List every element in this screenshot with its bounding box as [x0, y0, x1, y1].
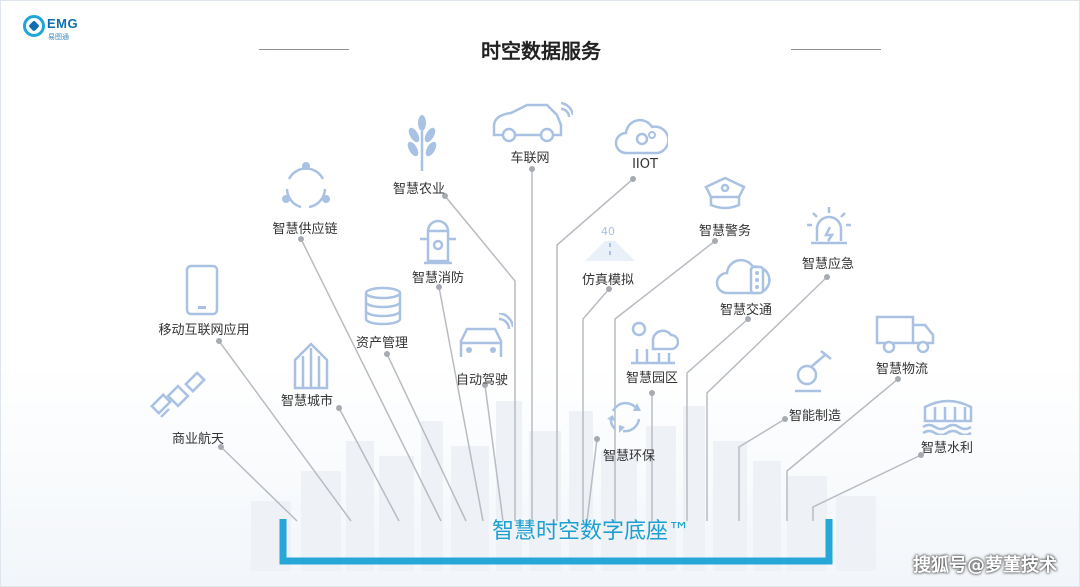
- node-label-smart-emergency: 智慧应急: [801, 257, 855, 272]
- connector-dot-mobile-internet: [216, 338, 222, 344]
- logo-text: EMG: [47, 16, 79, 31]
- park-icon: [631, 321, 679, 365]
- cloud-traffic-light-icon: [715, 258, 771, 295]
- connector-dot-smart-water: [918, 452, 924, 458]
- connector-mobile-internet: [218, 340, 352, 522]
- node-label-mobile-internet: 移动互联网应用: [158, 323, 250, 338]
- connector-smart-fire: [438, 286, 484, 522]
- connector-smart-logistics: [786, 378, 899, 521]
- connector-dot-commercial-space: [218, 444, 224, 450]
- connector-dot-smart-agriculture: [442, 193, 448, 199]
- svg-text:40: 40: [601, 225, 615, 238]
- node-label-iiot: IIOT: [632, 157, 658, 172]
- connector-dot-autonomous-driving: [482, 382, 488, 388]
- water-dam-icon: [922, 399, 973, 435]
- coin-stack-icon: [364, 286, 402, 326]
- connector-autonomous-driving: [484, 384, 504, 522]
- police-cap-icon: [704, 176, 746, 210]
- node-label-smart-env: 智慧环保: [602, 449, 656, 464]
- node-label-smart-manufacturing: 智能制造: [788, 409, 842, 424]
- road-sign-icon: 40: [585, 225, 635, 261]
- connector-smart-water: [812, 454, 922, 521]
- node-label-smart-fire: 智慧消防: [411, 271, 465, 286]
- connector-asset-management: [386, 353, 467, 522]
- logo-subtext: 易图通: [48, 33, 69, 41]
- connector-smart-agriculture: [444, 195, 516, 521]
- recycle-icon: [607, 401, 641, 433]
- connector-dot-smart-park: [649, 390, 655, 396]
- node-label-smart-agriculture: 智慧农业: [392, 182, 446, 197]
- node-label-smart-water: 智慧水利: [920, 441, 974, 456]
- cycle-arrows-icon: [282, 162, 330, 209]
- node-label-simulation: 仿真模拟: [581, 273, 635, 288]
- truck-icon: [875, 315, 935, 354]
- connector-dot-asset-management: [384, 351, 390, 357]
- watermark-text: 搜狐号@萝菫技术: [913, 555, 1057, 576]
- fire-hydrant-icon: [420, 219, 456, 265]
- satellite-icon: [150, 371, 206, 418]
- connector-dot-smart-manufacturing: [782, 416, 788, 422]
- node-label-asset-management: 资产管理: [355, 336, 409, 351]
- connector-dot-smart-emergency: [824, 274, 830, 280]
- node-label-smart-city: 智慧城市: [280, 394, 334, 409]
- company-logo: EMG 易图通: [23, 15, 103, 45]
- connector-dot-smart-city: [336, 405, 342, 411]
- alarm-light-icon: [807, 207, 851, 245]
- connector-smart-city: [338, 407, 400, 522]
- connector-iiot: [556, 178, 634, 521]
- connector-dot-smart-supply-chain: [298, 236, 304, 242]
- node-label-connected-vehicles: 车联网: [510, 151, 550, 166]
- skyscraper-icon: [293, 342, 329, 390]
- connector-smart-manufacturing: [738, 418, 786, 521]
- node-label-commercial-space: 商业航天: [171, 432, 225, 447]
- node-label-autonomous-driving: 自动驾驶: [455, 373, 509, 388]
- connector-smart-env: [586, 438, 598, 522]
- connector-dot-smart-env: [594, 436, 600, 442]
- connector-dot-smart-logistics: [895, 376, 901, 382]
- page-title: 时空数据服务: [481, 39, 601, 63]
- connector-commercial-space: [220, 446, 298, 522]
- connector-smart-emergency: [706, 276, 828, 521]
- logo-mark-icon: [23, 15, 45, 37]
- connector-simulation: [582, 288, 610, 521]
- base-bracket: [279, 519, 833, 565]
- connector-dot-smart-police: [712, 238, 718, 244]
- robot-arm-icon: [795, 350, 832, 393]
- connector-dot-iiot: [630, 176, 636, 182]
- cloud-gear-icon: [614, 118, 668, 155]
- connector-dot-smart-traffic: [745, 316, 751, 322]
- node-label-smart-supply-chain: 智慧供应链: [272, 222, 338, 237]
- connector-dot-connected-vehicles: [529, 166, 535, 172]
- car-wireless-icon: [459, 313, 513, 357]
- wheat-icon: [407, 115, 437, 171]
- node-label-smart-traffic: 智慧交通: [719, 303, 773, 318]
- node-label-smart-police: 智慧警务: [698, 224, 752, 239]
- title-rule-right: [791, 49, 881, 50]
- connected-car-icon: [492, 101, 573, 143]
- node-label-smart-logistics: 智慧物流: [875, 362, 929, 377]
- connector-smart-police: [614, 240, 716, 521]
- title-rule-left: [259, 49, 349, 50]
- connector-smart-supply-chain: [300, 238, 442, 522]
- base-label: 智慧时空数字底座™: [491, 519, 690, 544]
- node-label-smart-park: 智慧园区: [625, 371, 679, 386]
- connector-dot-simulation: [606, 286, 612, 292]
- connector-dot-smart-fire: [436, 284, 442, 290]
- connector-smart-traffic: [686, 318, 749, 521]
- smartphone-icon: [185, 264, 219, 316]
